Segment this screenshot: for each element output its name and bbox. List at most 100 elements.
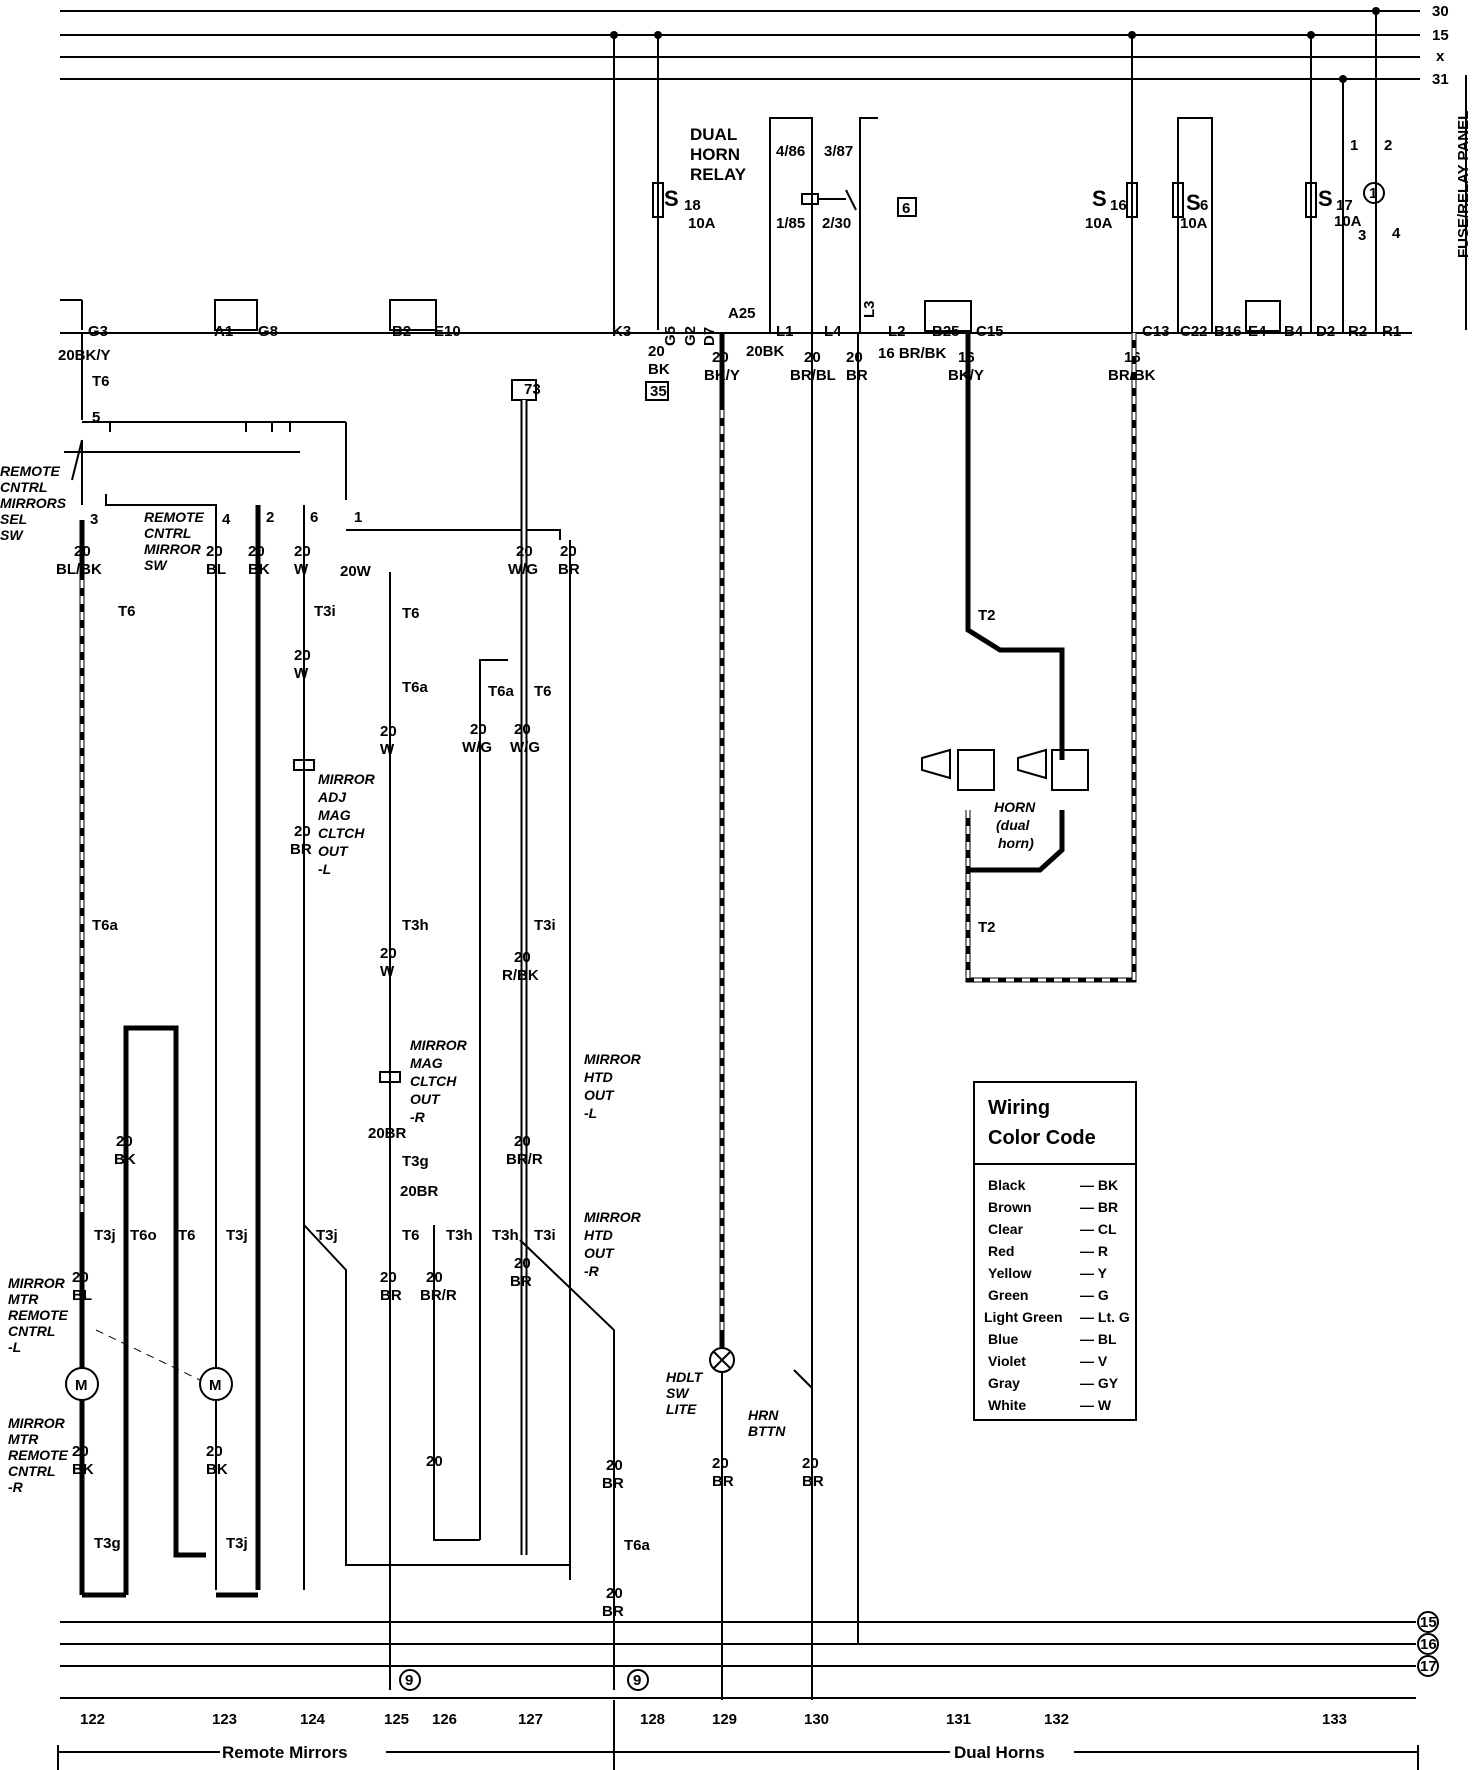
term-t6a-b: T6a [402,679,429,696]
panel-ref: 1 [1369,185,1377,202]
grid-125: 125 [384,1711,409,1728]
wire-w20: 20W [340,563,372,580]
panel-terminal-2: 2 [1384,137,1392,154]
wire-bk-m2-color: BK [206,1461,228,1478]
wire-rbk-gauge: 20 [514,949,531,966]
wire-sw6-gauge: 20 [294,543,311,560]
legend-color-7: Blue [988,1331,1019,1347]
clutch-l-6: -L [318,861,331,877]
legend-title-2: Color Code [988,1127,1096,1149]
wire-sw6-color: W [294,561,309,578]
wire-bl-gauge: 20 [72,1269,89,1286]
fuse-s16-sub: 16 [1110,197,1127,214]
motor-r-4: CNTRL [8,1463,55,1479]
htd-r-3: OUT [584,1245,615,1261]
panel-terminal-3: 3 [1358,227,1366,244]
wire-br-a-color: BR [290,841,312,858]
relay-title-1: DUAL [690,125,737,144]
clutch-r-1: MIRROR [410,1037,468,1053]
legend-code-7: — BL [1080,1331,1117,1347]
fuse-s18-rating: 10A [688,215,716,232]
legend-code-10: — W [1080,1397,1112,1413]
legend-title-1: Wiring [988,1097,1050,1119]
legend-code-4: — Y [1080,1265,1108,1281]
wire-br-f-gauge: 20 [712,1455,729,1472]
term-t6-c: T6 [402,605,420,622]
ref-73: 73 [524,381,541,398]
grid-131: 131 [946,1711,971,1728]
wire-br-g-color: BR [802,1473,824,1490]
conn-R2: R2 [1348,323,1367,340]
term-t6-f: T6 [402,1227,420,1244]
wire-l3-color: BR [846,367,868,384]
wire-br20b: 20BR [400,1183,439,1200]
wire-wg-l-gauge: 20 [470,721,487,738]
grid-122: 122 [80,1711,105,1728]
horn-label-3: horn) [998,835,1034,851]
ground-label-15: 15 [1420,1614,1437,1631]
legend-code-8: — V [1080,1353,1108,1369]
conn-D2: D2 [1316,323,1335,340]
wire-a25: 20BK [746,343,785,360]
motor-l-1: MIRROR [8,1275,66,1291]
wire-g3: 20BK/Y [58,347,111,364]
sel-sw-3: MIRRORS [0,495,67,511]
mirror-sw-1: REMOTE [144,509,205,525]
term-t3g-b: T3g [94,1535,121,1552]
wire-w-a-color: W [294,665,309,682]
bus-label-15: 15 [1432,27,1449,44]
conn-B4: B4 [1284,323,1304,340]
term-t3h-a: T3h [402,917,429,934]
clutch-r-2: MAG [410,1055,443,1071]
conn-B2: B2 [392,323,411,340]
fuse-s6-rating: 10A [1180,215,1208,232]
clutch-l-2: ADJ [317,789,347,805]
motor-r-1: MIRROR [8,1415,66,1431]
conn-E4: E4 [1248,323,1267,340]
fuse-s18-name: S [664,186,679,211]
wire-wg-color: W/G [508,561,538,578]
motor-l-5: -L [8,1339,21,1355]
grid-127: 127 [518,1711,543,1728]
hrn-1: HRN [748,1407,779,1423]
fuse-s6-sub: 6 [1200,197,1208,214]
pin-5: 5 [92,409,100,426]
relay-ref: 6 [902,200,910,217]
wire-brr-color: BR/R [506,1151,543,1168]
ground-ref-a: 9 [405,1672,413,1689]
ground-label-16: 16 [1420,1636,1437,1653]
grid-129: 129 [712,1711,737,1728]
motor-symbol-left: M [75,1377,88,1394]
wire-bk-loop-color: BK [114,1151,136,1168]
panel-connector-line [60,299,1412,334]
dual-horn-circuit: 20 BK 35 20BK 20 BK/Y 20 BR/BL 20 BR 16 … [645,333,1156,1700]
term-t6o: T6o [130,1227,157,1244]
legend-color-9: Gray [988,1375,1020,1391]
mirror-sw-3: MIRROR [144,541,202,557]
bus-label-x: x [1436,48,1445,65]
fuse-s16-name: S [1092,186,1107,211]
wire-wg-gauge: 20 [516,543,533,560]
wire-w-c-color: W [380,963,395,980]
hdlt-3: LITE [666,1401,697,1417]
legend-code-9: — GY [1080,1375,1119,1391]
term-t3j-a: T3j [94,1227,116,1244]
wire-rbk-color: R/BK [502,967,539,984]
legend-color-5: Green [988,1287,1028,1303]
bus-label-30: 30 [1432,3,1449,20]
clutch-r-4: OUT [410,1091,441,1107]
grid-128: 128 [640,1711,665,1728]
wire-br-color: BR [558,561,580,578]
grid-133: 133 [1322,1711,1347,1728]
wire-br20: 20BR [368,1125,407,1142]
conn-G5: G5 [662,326,679,346]
conn-R1: R1 [1382,323,1401,340]
legend-color-1: Brown [988,1199,1032,1215]
wire-g5-color: BK [648,361,670,378]
wire-g5-ref: 35 [650,383,667,400]
term-t6a-a: T6a [92,917,119,934]
wire-bk-loop-gauge: 20 [116,1133,133,1150]
wire-g5-gauge: 20 [648,343,665,360]
wire-br-f-color: BR [712,1473,734,1490]
conn-K3: K3 [612,323,631,340]
